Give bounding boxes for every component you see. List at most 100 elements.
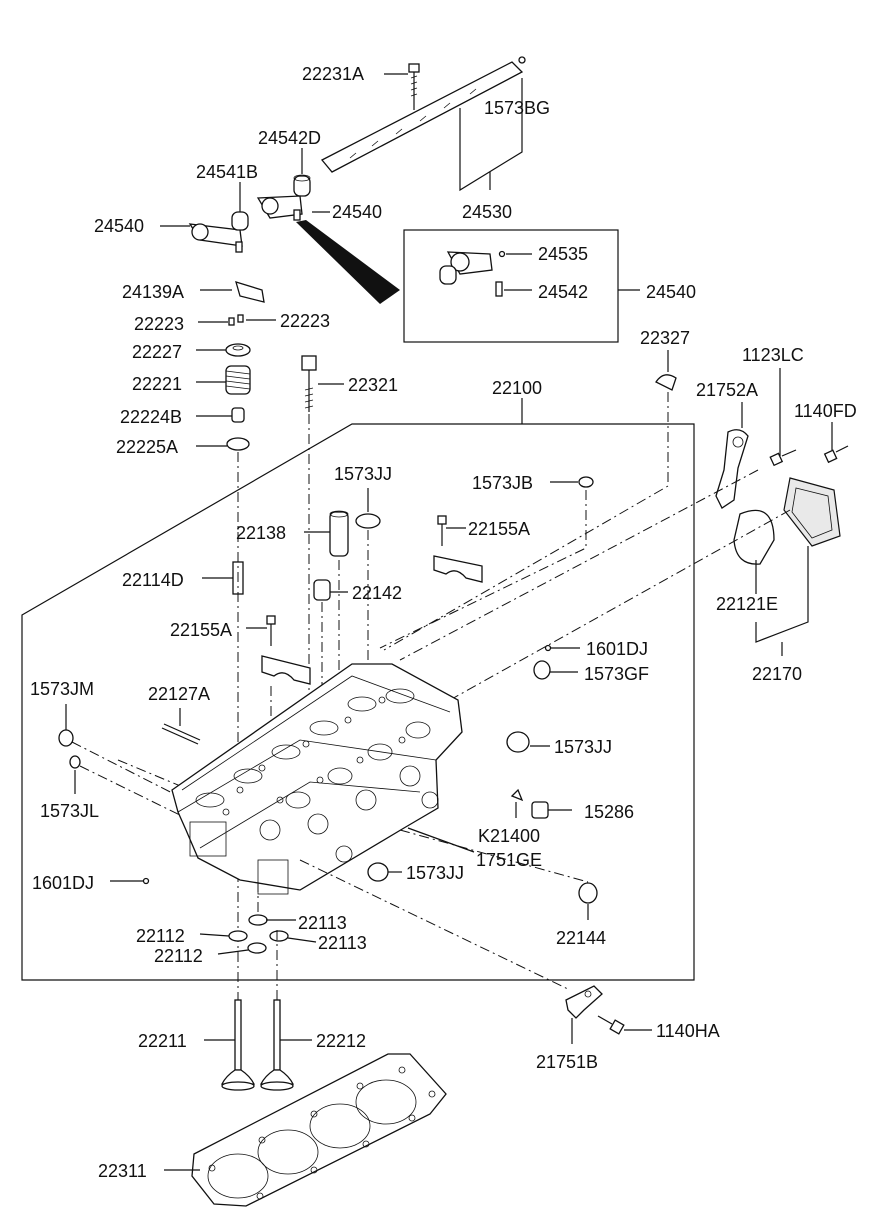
label-1751GE: 1751GE xyxy=(476,850,542,870)
label-22227: 22227 xyxy=(132,342,182,362)
label-22113-a: 22113 xyxy=(298,913,347,933)
label-1601DJ-left: 1601DJ xyxy=(32,873,94,893)
label-22112-b: 22112 xyxy=(154,946,203,966)
intake-valve xyxy=(220,999,256,1091)
label-1123LC: 1123LC xyxy=(742,345,804,365)
label-22212: 22212 xyxy=(316,1031,366,1051)
cover-22170 xyxy=(783,477,841,547)
label-22155A-left: 22155A xyxy=(170,620,232,640)
label-22321: 22321 xyxy=(348,375,398,395)
rocker-detail-box xyxy=(403,229,619,343)
plug-1573JJ-bottom xyxy=(367,862,389,882)
label-1573JB: 1573JB xyxy=(472,473,533,493)
cylinder-head-block xyxy=(171,663,463,895)
label-22224B: 22224B xyxy=(120,407,182,427)
label-24535: 24535 xyxy=(538,244,588,264)
label-24540-mid: 24540 xyxy=(332,202,382,222)
plug-22144 xyxy=(578,882,598,904)
label-22231A: 22231A xyxy=(302,64,364,84)
oil-cap-22327 xyxy=(655,374,677,391)
label-22138: 22138 xyxy=(236,523,286,543)
shaft-collar xyxy=(293,174,311,197)
label-24530: 24530 xyxy=(462,202,512,222)
label-24139A: 24139A xyxy=(122,282,184,302)
label-22127A: 22127A xyxy=(148,684,210,704)
exhaust-valve xyxy=(259,999,295,1091)
label-1573JM: 1573JM xyxy=(30,679,94,699)
label-21751B: 21751B xyxy=(536,1052,598,1072)
rocker-arm-right xyxy=(256,195,303,221)
bolt-1140FD xyxy=(823,445,849,464)
callout-labels: 22231A 1573BG 24542D 24541B 24540 24540 … xyxy=(30,64,857,1181)
plug-1573JL xyxy=(69,755,81,769)
label-24540-box: 24540 xyxy=(646,282,696,302)
bracket-21751B xyxy=(565,985,603,1019)
injector-sleeve xyxy=(329,510,349,557)
label-22223-right: 22223 xyxy=(280,311,330,331)
label-22155A-right: 22155A xyxy=(468,519,530,539)
label-K21400: K21400 xyxy=(478,826,540,846)
detail-wedge xyxy=(296,220,400,304)
valve-seat-rings xyxy=(228,914,289,954)
plug-15286 xyxy=(531,801,549,819)
label-22170: 22170 xyxy=(752,664,802,684)
cap-bolt-right xyxy=(437,515,447,546)
label-1573JL: 1573JL xyxy=(40,801,99,821)
pin-1601DJ-left xyxy=(142,877,150,885)
valve-spring xyxy=(225,365,251,395)
swing-arm xyxy=(235,281,265,303)
plug-1573JB xyxy=(578,476,594,488)
label-22113-b: 22113 xyxy=(318,933,367,953)
plug-1573JJ-top xyxy=(355,513,381,529)
label-1573JJ-bottom: 1573JJ xyxy=(406,863,464,883)
spring-seat xyxy=(226,437,250,451)
label-24542D: 24542D xyxy=(258,128,321,148)
cap-bolt-left xyxy=(266,615,276,646)
label-24542: 24542 xyxy=(538,282,588,302)
label-1573BG: 1573BG xyxy=(484,98,550,118)
label-21752A: 21752A xyxy=(696,380,758,400)
label-22225A: 22225A xyxy=(116,437,178,457)
label-24541B: 24541B xyxy=(196,162,258,182)
label-22100: 22100 xyxy=(492,378,542,398)
camshaft-cap-left xyxy=(261,655,311,685)
pin-1601DJ-right xyxy=(544,644,552,652)
valve-keeper xyxy=(228,314,244,326)
label-22311: 22311 xyxy=(98,1161,147,1181)
label-1601DJ-right: 1601DJ xyxy=(586,639,648,659)
label-1573JJ-right: 1573JJ xyxy=(554,737,612,757)
bracket-21752A xyxy=(715,429,749,509)
label-22223-left: 22223 xyxy=(134,314,184,334)
gasket-22121E xyxy=(733,509,775,565)
label-22121E: 22121E xyxy=(716,594,778,614)
label-22221: 22221 xyxy=(132,374,182,394)
assembly-frame xyxy=(21,423,695,981)
bolt-1140HA xyxy=(597,1015,625,1035)
label-1140FD: 1140FD xyxy=(794,401,857,421)
plug-1573JM xyxy=(58,729,74,747)
label-22144: 22144 xyxy=(556,928,606,948)
rocker-arm-left xyxy=(188,223,243,253)
label-1573GF: 1573GF xyxy=(584,664,649,684)
valve-stem-seal xyxy=(231,407,245,423)
bolt-K21400 xyxy=(510,788,524,802)
label-24540-left: 24540 xyxy=(94,216,144,236)
rocker-shaft xyxy=(320,56,526,173)
label-22327: 22327 xyxy=(640,328,690,348)
label-22142: 22142 xyxy=(352,583,402,603)
bolt-1123LC xyxy=(769,449,797,467)
leader-lines xyxy=(65,73,833,1171)
stud-22127A xyxy=(161,723,201,745)
rocker-bushing xyxy=(231,211,249,231)
plug-1573GF xyxy=(533,660,551,680)
rocker-arm-detail xyxy=(439,250,506,297)
spring-retainer xyxy=(225,343,251,357)
label-22211: 22211 xyxy=(138,1031,187,1051)
shaft-bolt xyxy=(408,63,420,110)
label-15286: 15286 xyxy=(584,802,634,822)
head-bolt xyxy=(301,355,317,412)
camshaft-cap-right xyxy=(433,555,483,583)
label-22114D: 22114D xyxy=(122,570,184,590)
label-22112-a: 22112 xyxy=(136,926,185,946)
